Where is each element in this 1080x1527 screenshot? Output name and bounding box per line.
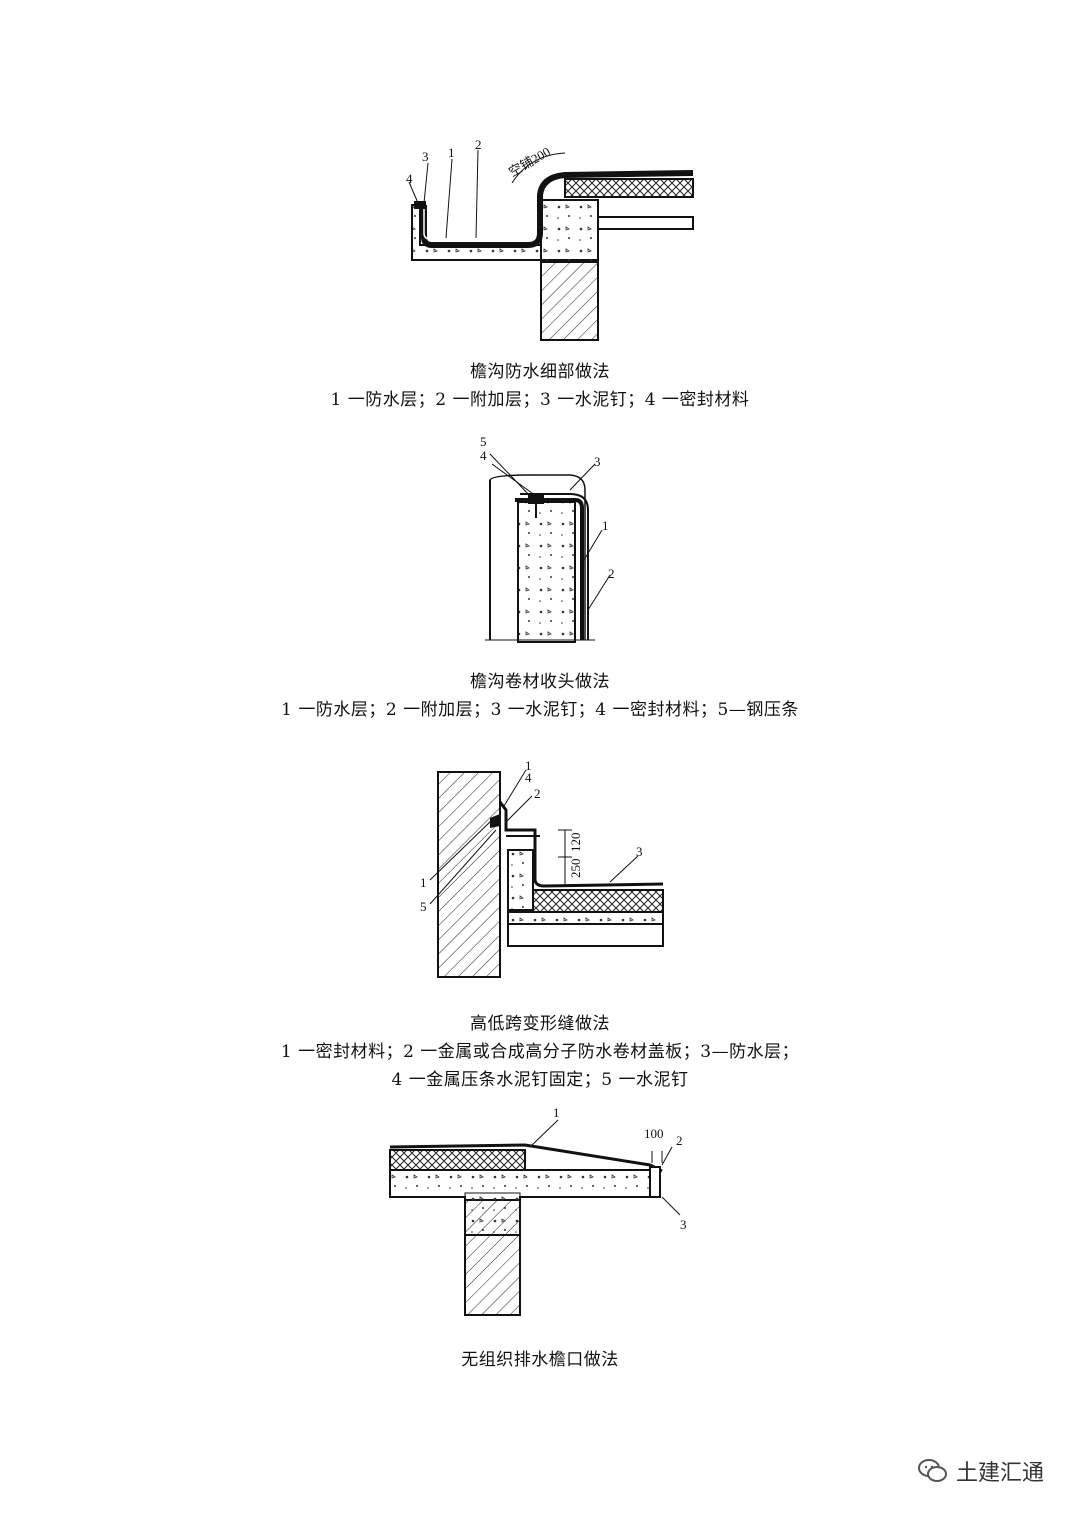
- figure-4-title: 无组织排水檐口做法: [461, 1350, 619, 1370]
- label-2: 2: [534, 786, 541, 801]
- label-2: 2: [676, 1133, 683, 1148]
- label-4: 4: [406, 171, 413, 186]
- gutter-waterproof-detail-drawing: 4 3 1 2 空铺200: [406, 137, 694, 341]
- label-5: 5: [420, 899, 427, 914]
- label-3: 3: [680, 1217, 687, 1232]
- figure-1-legend: 1 一防水层；2 一附加层；3 一水泥钉；4 一密封材料: [330, 390, 750, 410]
- label-5: 5: [480, 434, 487, 449]
- watermark-text: 土建汇通: [955, 1461, 1044, 1486]
- label-1: 1: [602, 518, 609, 533]
- label-2: 2: [475, 137, 482, 152]
- label-3: 3: [594, 454, 601, 469]
- wechat-icon: [917, 1459, 947, 1482]
- figure-1-title: 檐沟防水细部做法: [470, 362, 610, 382]
- label-dim-100: 100: [644, 1126, 664, 1141]
- label-dim-200: 空铺200: [506, 144, 553, 180]
- label-2: 2: [608, 566, 615, 581]
- label-3: 3: [636, 844, 643, 859]
- label-dim-250: 250: [568, 859, 583, 879]
- gutter-membrane-termination-drawing: 5 4 3 1 2: [480, 434, 615, 643]
- label-3: 3: [422, 149, 429, 164]
- figure-3-legend-line-1: 1 一密封材料；2 一金属或合成高分子防水卷材盖板；3—防水层；: [280, 1042, 800, 1062]
- figure-3-legend-line-2: 4 一金属压条水泥钉固定；5 一水泥钉: [391, 1070, 689, 1090]
- label-dim-120: 120: [568, 833, 583, 853]
- label-1: 1: [553, 1105, 560, 1120]
- free-drainage-eave-drawing: 1 100 2 3: [389, 1105, 687, 1316]
- figure-3-title: 高低跨变形缝做法: [470, 1014, 610, 1034]
- figure-2-title: 檐沟卷材收头做法: [470, 672, 610, 692]
- label-1-left: 1: [420, 875, 427, 890]
- figure-2-legend: 1 一防水层；2 一附加层；3 一水泥钉；4 一密封材料；5—钢压条: [281, 700, 799, 720]
- high-low-span-expansion-joint-drawing: 1 4 2 1 5 3 120 250: [420, 760, 664, 978]
- label-4: 4: [525, 770, 532, 785]
- label-1-top: 1: [525, 760, 532, 773]
- label-4: 4: [480, 448, 487, 463]
- watermark: 土建汇通: [917, 1455, 1044, 1487]
- label-1: 1: [448, 145, 455, 160]
